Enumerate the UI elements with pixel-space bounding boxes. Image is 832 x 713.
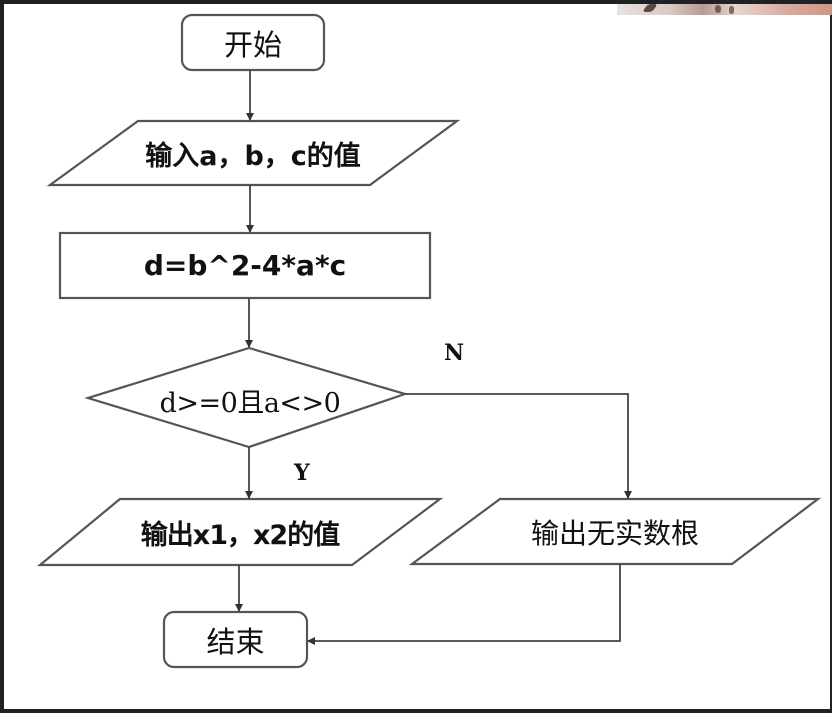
output-roots-node-shape — [36, 497, 444, 567]
webcam-thumbnail-strip — [617, 4, 832, 15]
start-node-label: 开始 — [223, 27, 282, 62]
input-node-shape — [46, 119, 461, 187]
end-node-label: 结束 — [206, 624, 265, 659]
output-roots-node-label: 输出x1，x2的值 — [140, 519, 340, 551]
input-node-label: 输入a，b，c的值 — [145, 140, 361, 172]
webcam-detail — [715, 5, 721, 13]
compute-node-label: d=b^2-4*a*c — [143, 249, 347, 282]
compute-node-shape — [58, 231, 432, 300]
edge-noroots-end — [307, 564, 621, 645]
output-no-roots-node-label: 输出无实数根 — [530, 516, 699, 550]
start-node-shape — [180, 13, 326, 72]
output-no-roots-node-shape — [408, 497, 822, 566]
window-frame-top — [0, 0, 832, 4]
decision-node-label: d>=0且a<>0 — [159, 387, 341, 419]
decision-no-label: N — [444, 340, 465, 366]
edge-decision-no — [405, 393, 632, 499]
decision-yes-label: Y — [294, 460, 310, 486]
webcam-detail — [729, 6, 734, 14]
